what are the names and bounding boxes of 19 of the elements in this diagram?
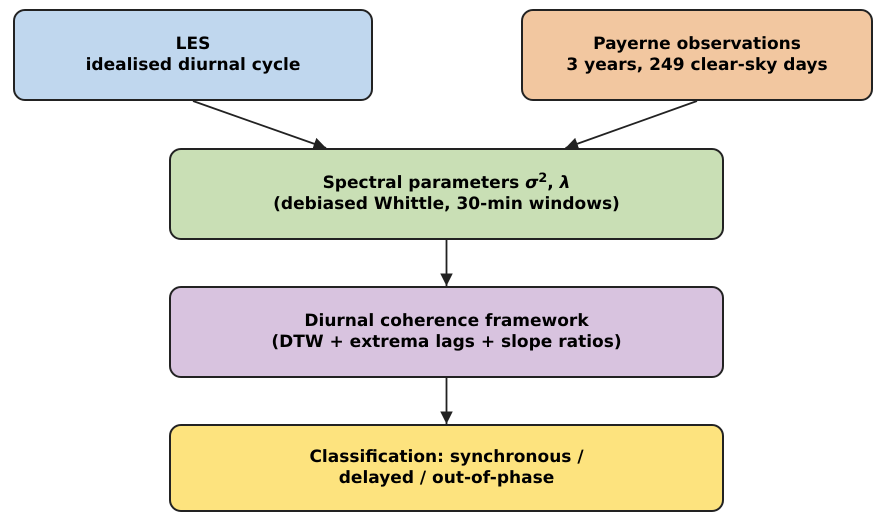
box-label: LES <box>176 34 210 55</box>
box-label: (debiased Whittle, 30-min windows) <box>273 194 620 215</box>
process-box <box>169 148 724 240</box>
process-box <box>169 286 724 378</box>
arrow <box>440 240 453 286</box>
arrow <box>565 100 698 150</box>
process-box <box>13 9 373 101</box>
process-box <box>521 9 873 101</box>
box-label: Spectral parameters σ$^{2}$, λ <box>322 173 570 194</box>
box-label: Diurnal coherence framework <box>304 311 589 332</box>
box-label: Classification: synchronous / <box>309 447 584 468</box>
process-box <box>169 424 724 512</box>
box-label: (DTW + extrema lags + slope ratios) <box>271 332 622 353</box>
box-label: delayed / out-of-phase <box>338 468 554 489</box>
arrow <box>440 378 453 424</box>
box-label: Payerne observations <box>593 34 801 55</box>
box-label: idealised diurnal cycle <box>86 55 300 76</box>
box-label: 3 years, 249 clear-sky days <box>566 55 828 76</box>
arrow <box>192 100 326 150</box>
